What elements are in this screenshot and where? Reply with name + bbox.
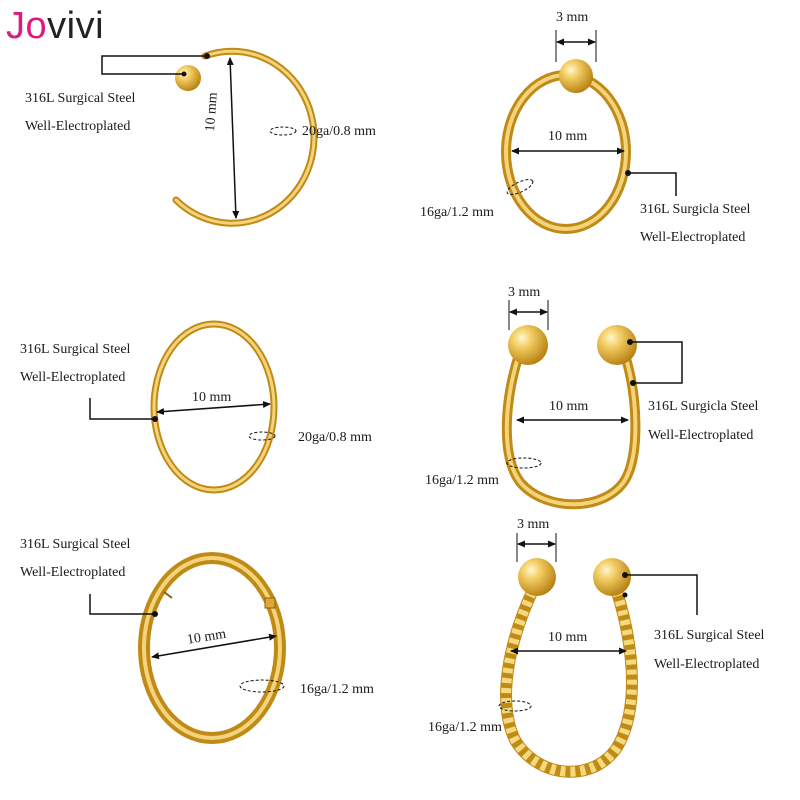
ring-1-callout [101, 55, 207, 75]
ring-5-hinged-segment [89, 552, 286, 744]
ring-1-gauge-ellipse [269, 126, 297, 136]
ring-5-segment-gap [163, 591, 173, 599]
ring-6-ball-left [518, 558, 556, 596]
ring-1-dimension-arrow [226, 57, 240, 219]
ring-5-callout [89, 594, 155, 615]
ring-1-band-highlight [174, 49, 316, 225]
ring-4-ball-right [597, 325, 637, 365]
ring-4-finish-label: Well-Electroplated [648, 428, 754, 443]
ring-4-band-highlight [504, 350, 638, 507]
ring-5-gauge-label: 16ga/1.2 mm [300, 682, 374, 697]
ring-1-finish-label: Well-Electroplated [25, 119, 131, 134]
ring-6-material-label: 316L Surgical Steel [654, 628, 765, 643]
ring-6-callout-dot-2 [622, 592, 628, 598]
ring-3-finish-label: Well-Electroplated [20, 370, 126, 385]
ring-4-diameter-label: 10 mm [549, 399, 589, 414]
ring-1-gauge-label: 20ga/0.8 mm [302, 124, 376, 139]
ring-1-callout-dot [204, 53, 210, 59]
ring-6-gauge-ellipse [498, 700, 532, 712]
ring-2-diameter-label: 10 mm [548, 129, 588, 144]
ring-3-gauge-label: 20ga/0.8 mm [298, 430, 372, 445]
ring-2-callout [628, 172, 677, 196]
brand-logo-part-1: Jo [6, 5, 48, 47]
ring-5-hinge [264, 597, 276, 609]
ring-3-gauge-ellipse [248, 431, 276, 441]
ring-2-material-label: 316L Surgicla Steel [640, 202, 751, 217]
ring-4-band [501, 347, 641, 510]
ring-4-ball-left [508, 325, 548, 365]
ring-4-material-label: 316L Surgicla Steel [648, 399, 759, 414]
ring-1-material-label: 316L Surgical Steel [25, 91, 136, 106]
ring-3-dimension-arrow [156, 401, 271, 415]
ring-1-callout-dot-2 [181, 71, 187, 77]
ring-6-gauge-label: 16ga/1.2 mm [428, 720, 502, 735]
ring-6-band-twist [501, 589, 637, 777]
ring-6-ball-size-label: 3 mm [517, 517, 550, 532]
ring-2-gauge-label: 16ga/1.2 mm [420, 205, 494, 220]
ring-1-diameter-label: 10 mm [203, 91, 221, 133]
ring-5-gauge-ellipse [239, 679, 285, 693]
ring-2-captive-bead [501, 30, 677, 234]
ring-5-callout-dot [152, 611, 158, 617]
ring-5-band-highlight [142, 556, 282, 740]
brand-logo: Jovivi [6, 4, 104, 48]
ring-6-diameter-label: 10 mm [548, 630, 588, 645]
ring-4-gauge-ellipse [506, 457, 542, 469]
ring-4-callout [630, 341, 683, 384]
ring-3-band-highlight [152, 322, 276, 492]
ring-1-ball [175, 65, 201, 91]
brand-logo-part-2: vivi [47, 5, 105, 47]
ring-5-material-label: 316L Surgical Steel [20, 537, 131, 552]
ring-5-finish-label: Well-Electroplated [20, 565, 126, 580]
ring-6-callout [625, 574, 698, 615]
ring-3-seamless-hoop [89, 320, 278, 494]
ring-2-ball [559, 59, 593, 93]
ring-4-callout-dot-2 [630, 380, 636, 386]
ring-4-callout-dot [627, 339, 633, 345]
ring-6-twisted-horseshoe [498, 533, 698, 778]
ring-4-ball-size-label: 3 mm [508, 285, 541, 300]
ring-4-gauge-label: 16ga/1.2 mm [425, 473, 499, 488]
ring-2-band-highlight [504, 73, 628, 231]
ring-4-horseshoe [501, 300, 683, 510]
ring-2-finish-label: Well-Electroplated [640, 230, 746, 245]
ring-6-ball-right [593, 558, 631, 596]
ring-3-diameter-label: 10 mm [192, 390, 232, 405]
ring-2-callout-dot [625, 170, 631, 176]
ring-3-callout [89, 398, 155, 420]
ring-6-callout-dot [622, 572, 628, 578]
ring-5-dimension-arrow [151, 633, 277, 660]
ring-3-material-label: 316L Surgical Steel [20, 342, 131, 357]
ring-2-ball-size-label: 3 mm [556, 10, 589, 25]
ring-3-callout-dot [152, 416, 158, 422]
ring-6-finish-label: Well-Electroplated [654, 657, 760, 672]
ring-2-gauge-ellipse [506, 179, 534, 195]
ring-1-open-hoop [101, 47, 318, 227]
